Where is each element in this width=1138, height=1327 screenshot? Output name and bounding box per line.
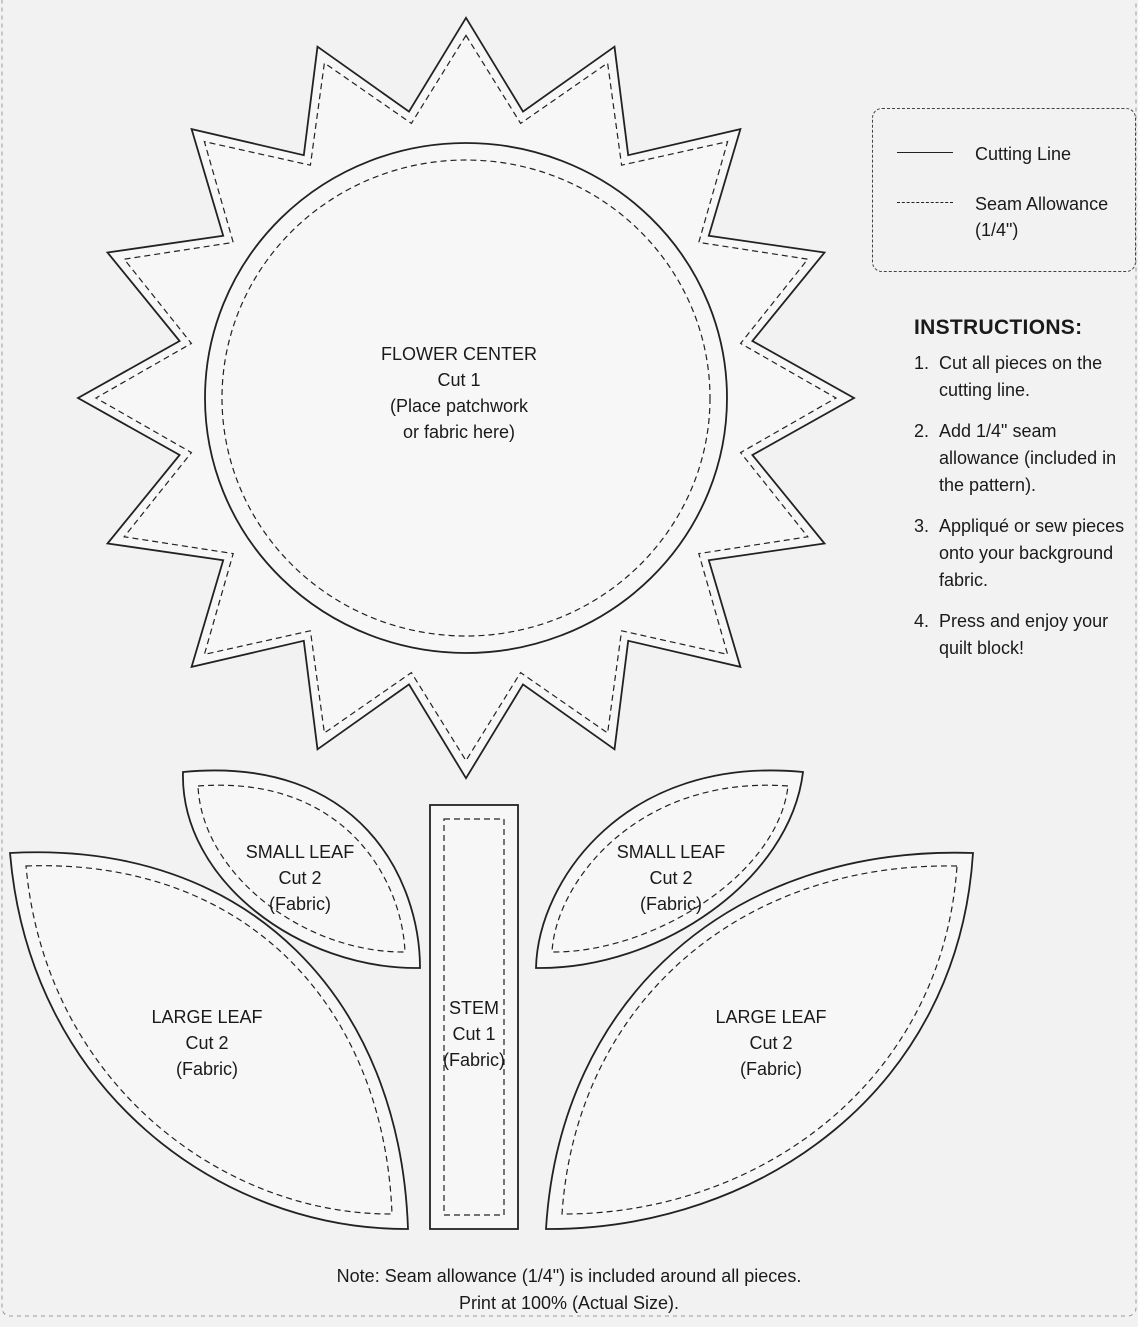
flower-center-note-2: or fabric here) xyxy=(402,422,516,442)
instruction-step-text: Cut all pieces on the cutting line. xyxy=(939,353,1103,400)
legend-cutting-line: Cutting Line xyxy=(897,141,1135,167)
small-leaf-right-label: SMALL LEAF Cut 2 (Fabric) xyxy=(617,839,725,917)
stem-cut: Cut 1 xyxy=(452,1024,496,1044)
large-leaf-right-cutting-line xyxy=(545,851,974,1230)
large-leaf-right-seam-line xyxy=(561,865,958,1215)
large-leaf-left-cutting-line xyxy=(9,851,409,1230)
large-leaf-left-cut: Cut 2 xyxy=(185,1033,229,1053)
footer-note-line-1: Note: Seam allowance (1/4") is included … xyxy=(336,1266,802,1286)
flower-center-cut: Cut 1 xyxy=(437,370,481,390)
large-leaf-right-label: LARGE LEAF Cut 2 (Fabric) xyxy=(715,1004,826,1082)
instruction-step: 1. Cut all pieces on the cutting line. xyxy=(914,350,1136,404)
stem-note: (Fabric) xyxy=(443,1050,505,1070)
instructions-list: 1. Cut all pieces on the cutting line. 2… xyxy=(914,350,1136,662)
footer-note: Note: Seam allowance (1/4") is included … xyxy=(0,1263,1138,1317)
legend-seam-allowance: Seam Allowance (1/4") xyxy=(897,191,1135,243)
small-leaf-right-title: SMALL LEAF xyxy=(616,842,726,862)
small-leaf-right-seam-line xyxy=(551,784,789,953)
instruction-step: 2. Add 1/4" seam allowance (included in … xyxy=(914,418,1136,499)
flower-center-note-1: (Place patchwork xyxy=(389,396,529,416)
instructions-heading: INSTRUCTIONS: xyxy=(914,316,1083,339)
small-leaf-left-label: SMALL LEAF Cut 2 (Fabric) xyxy=(246,839,354,917)
legend-box: Cutting Line Seam Allowance (1/4") xyxy=(872,108,1136,272)
flower-petals-seam-line xyxy=(94,34,838,762)
legend-seam-allowance-label: Seam Allowance (1/4") xyxy=(975,194,1109,240)
small-leaf-left-cutting-line xyxy=(182,769,421,969)
small-leaf-left-note: (Fabric) xyxy=(268,894,331,914)
legend-cutting-line-label: Cutting Line xyxy=(975,144,1072,164)
small-leaf-left-cut: Cut 2 xyxy=(278,868,322,888)
instruction-step-number: 1. xyxy=(914,353,930,373)
large-leaf-left-title: LARGE LEAF xyxy=(151,1007,263,1027)
large-leaf-right-title: LARGE LEAF xyxy=(715,1007,827,1027)
stem-title: STEM xyxy=(448,998,499,1018)
large-leaf-right-cut: Cut 2 xyxy=(749,1033,793,1053)
large-leaf-left-label: LARGE LEAF Cut 2 (Fabric) xyxy=(151,1004,262,1082)
small-leaf-right-note: (Fabric) xyxy=(639,894,702,914)
solid-line-icon xyxy=(897,152,953,153)
dashed-line-icon xyxy=(897,202,953,203)
large-leaf-left-note: (Fabric) xyxy=(175,1059,238,1079)
small-leaf-left-seam-line xyxy=(197,784,406,953)
small-leaf-left-title: SMALL LEAF xyxy=(245,842,355,862)
large-leaf-right-note: (Fabric) xyxy=(739,1059,802,1079)
instruction-step: 3. Appliqué or sew pieces onto your back… xyxy=(914,513,1136,594)
instruction-step-number: 2. xyxy=(914,421,930,441)
small-leaf-right-cut: Cut 2 xyxy=(649,868,693,888)
flower-center-cutting-line xyxy=(204,142,728,654)
instruction-step-text: Press and enjoy your quilt block! xyxy=(939,611,1109,658)
instruction-step-number: 4. xyxy=(914,611,930,631)
stem-seam-line xyxy=(443,818,505,1216)
instruction-step-text: Add 1/4" seam allowance (included in the… xyxy=(939,421,1117,495)
large-leaf-left-seam-line xyxy=(25,865,393,1215)
stem-label: STEM Cut 1 (Fabric) xyxy=(443,995,505,1073)
small-leaf-right-cutting-line xyxy=(535,769,805,969)
instruction-step-number: 3. xyxy=(914,516,930,536)
instructions-panel: INSTRUCTIONS: 1. Cut all pieces on the c… xyxy=(914,316,1136,676)
instruction-step: 4. Press and enjoy your quilt block! xyxy=(914,608,1136,662)
flower-center-label: FLOWER CENTER Cut 1 (Place patchwork or … xyxy=(381,341,537,445)
flower-center-title: FLOWER CENTER xyxy=(380,344,538,364)
stem-cutting-line xyxy=(429,804,519,1230)
footer-note-line-2: Print at 100% (Actual Size). xyxy=(458,1293,680,1313)
instruction-step-text: Appliqué or sew pieces onto your backgro… xyxy=(939,516,1125,590)
flower-center-seam-line xyxy=(221,159,711,637)
